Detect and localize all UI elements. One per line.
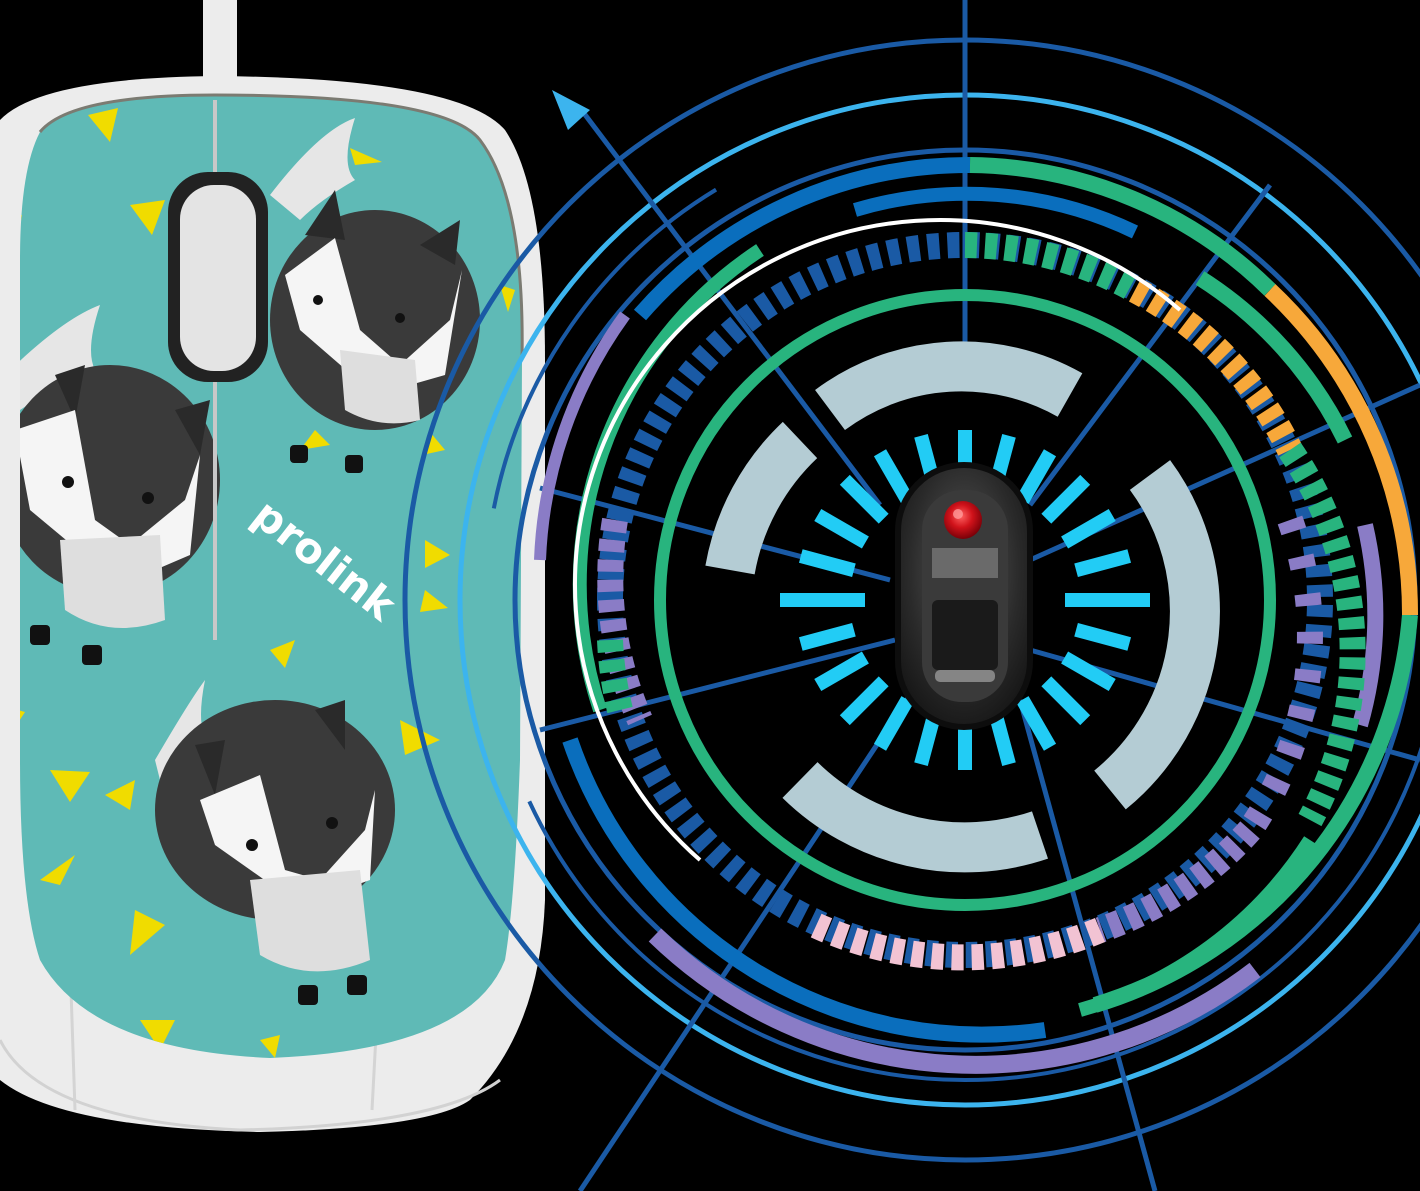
- triangle-pattern: [20, 108, 515, 1058]
- grey-arc-segments: [705, 341, 1220, 873]
- fox-illustration-1: [270, 118, 480, 473]
- mouse-cover: prolink: [20, 95, 523, 1058]
- fox-illustration-3: [155, 680, 395, 1005]
- fox-illustration-2: [20, 305, 220, 665]
- hud-ring-graphic: [402, 0, 1420, 1191]
- arrow-head-icon: [552, 90, 590, 130]
- sensor-led: [944, 501, 982, 539]
- cyan-burst-rays: [780, 430, 1150, 770]
- optical-sensor: [895, 462, 1033, 730]
- mouse: prolink: [0, 0, 545, 1132]
- scroll-wheel: [168, 172, 268, 382]
- mouse-cable: [203, 0, 237, 80]
